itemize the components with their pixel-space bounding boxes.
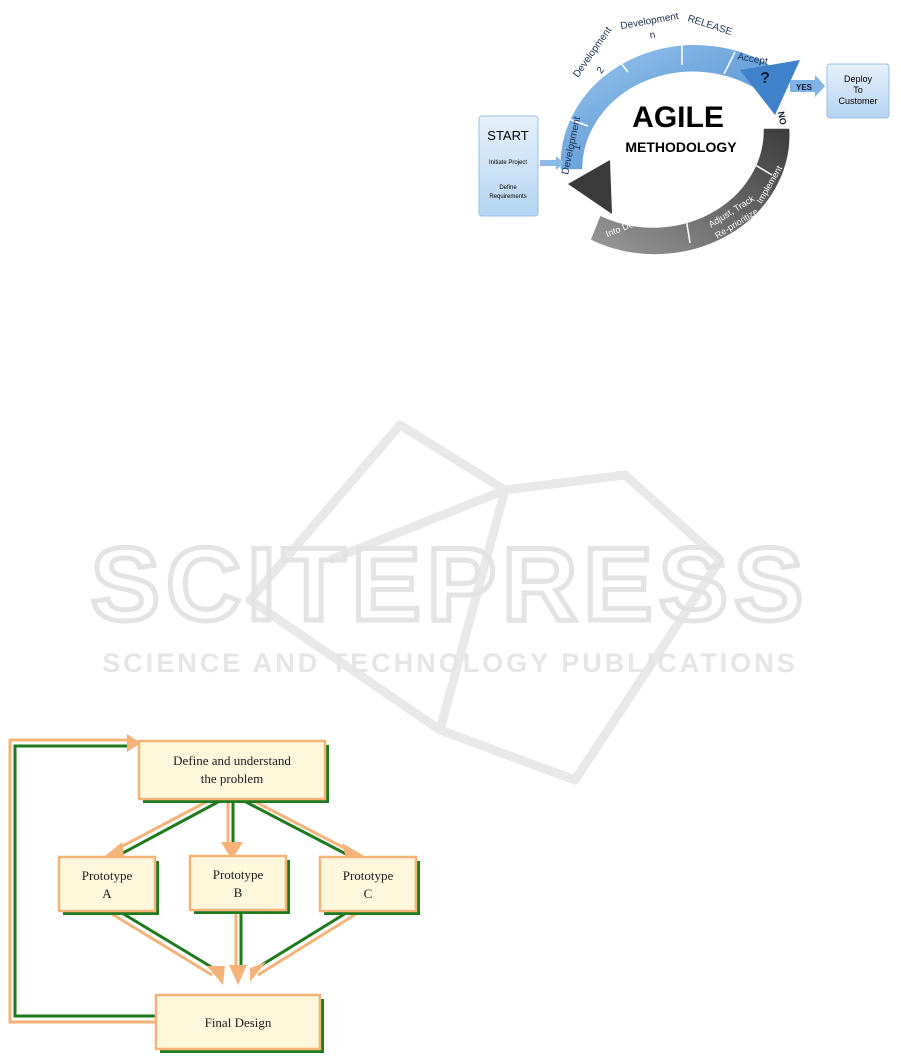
yes-arrow (790, 75, 825, 97)
accept-question-mark: ? (760, 70, 770, 87)
start-line1: Initiate Project (489, 160, 527, 166)
prototype-a-box (57, 855, 159, 915)
prototype-c-label: Prototype (343, 868, 394, 883)
final-design-box (154, 993, 324, 1053)
prototype-a-letter: A (102, 886, 112, 901)
watermark-book-icon (245, 420, 725, 785)
deploy-line3: Customer (838, 96, 877, 106)
segment-devn-num: n (649, 30, 656, 42)
prototype-c-letter: C (364, 886, 373, 901)
start-title: START (487, 128, 528, 143)
watermark-subtitle: SCIENCE AND TECHNOLOGY PUBLICATIONS (102, 648, 798, 678)
start-line2b: Requirements (489, 194, 526, 200)
prototype-b-label: Prototype (213, 867, 264, 882)
prototype-b-letter: B (234, 885, 243, 900)
define-problem-line2: the problem (201, 771, 263, 786)
start-box (478, 115, 539, 217)
flowchart-arrowheads (104, 734, 366, 985)
prototype-b-box (188, 854, 290, 914)
define-problem-line1: Define and understand (173, 753, 291, 768)
segment-dev2-num: 2 (595, 65, 607, 76)
agile-accept-arrowhead (740, 60, 800, 115)
deploy-line2: To (853, 85, 863, 95)
final-design-label: Final Design (205, 1015, 272, 1030)
watermark-title: SCITEPRESS (91, 527, 810, 643)
agile-center-title: AGILE (632, 101, 724, 134)
define-problem-box (137, 739, 329, 803)
start-line2a: Define (499, 185, 517, 191)
yes-label: YES (796, 83, 813, 92)
agile-return-arrowhead (568, 160, 612, 214)
deploy-box (826, 63, 890, 119)
flowchart-arrows (8, 738, 357, 1024)
start-arrow (540, 156, 564, 170)
agile-segment-dividers (565, 42, 773, 244)
prototype-a-label: Prototype (82, 868, 133, 883)
deploy-line1: Deploy (844, 74, 873, 84)
segment-accept-label: Accept (736, 51, 768, 67)
segment-dev1-num: 1 (572, 143, 584, 151)
no-label: NO (776, 111, 788, 126)
agile-center-subtitle: METHODOLOGY (625, 139, 737, 155)
agile-gray-arc (589, 127, 791, 256)
prototype-c-box (318, 855, 420, 915)
